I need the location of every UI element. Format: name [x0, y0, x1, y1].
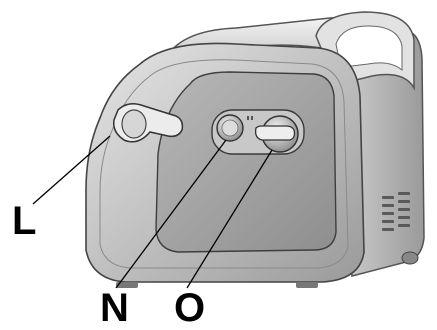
rotary-knob-grip — [256, 126, 295, 140]
foot-right — [296, 282, 318, 288]
control-panel — [156, 72, 336, 252]
callout-label-o: O — [174, 288, 205, 328]
lever-hub — [122, 110, 146, 138]
rear-foot — [402, 252, 418, 264]
callout-label-l: L — [12, 201, 36, 241]
callout-label-n: N — [100, 288, 129, 328]
round-button-face — [222, 120, 238, 136]
